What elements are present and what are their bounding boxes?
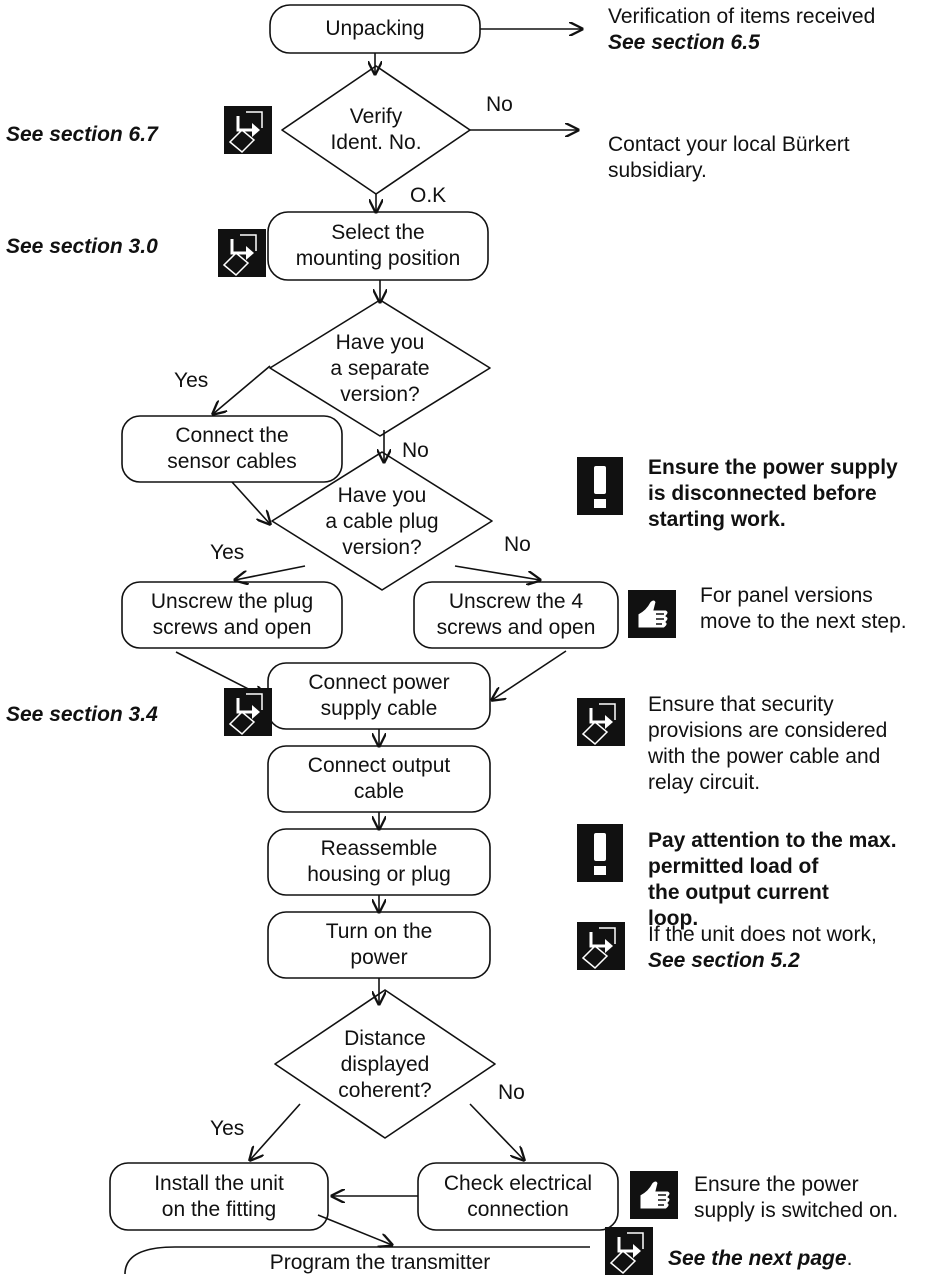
note-switched-on: Ensure the power supply is switched on. <box>694 1173 899 1222</box>
node-distance: Distance displayed coherent? <box>338 1027 432 1102</box>
thumb-hand-icon <box>627 589 677 639</box>
reference-arrow-icon <box>575 696 627 748</box>
note-panel-versions: For panel versions move to the next step… <box>700 584 907 633</box>
edge-label-verify-ok: O.K <box>410 184 447 207</box>
node-cableplug: Have you a cable plug version? <box>325 484 439 559</box>
node-check: Check electrical connection <box>443 1171 593 1221</box>
four-box <box>413 581 619 649</box>
reference-arrow-icon <box>575 920 627 972</box>
edge-label-separate-yes: Yes <box>174 369 209 392</box>
left-ref-section-3-4: See section 3.4 <box>6 703 158 726</box>
edge-label-distance-no: No <box>498 1081 525 1104</box>
node-sensor: Connect the sensor cables <box>167 424 297 473</box>
install-box <box>109 1162 329 1231</box>
note-ensure-disconnected: Ensure the power supply is disconnected … <box>648 456 898 531</box>
node-reassemble: Reassemble housing or plug <box>307 837 451 886</box>
note-attention: Pay attention to the max. permitted load… <box>648 829 897 930</box>
node-unpacking: Unpacking <box>325 17 425 40</box>
edge-label-distance-yes: Yes <box>210 1117 245 1140</box>
node-turnon: Turn on the power <box>325 920 433 969</box>
node-power: Connect power supply cable <box>308 671 450 720</box>
thumb-hand-icon <box>629 1170 679 1220</box>
note-security: Ensure that security provisions are cons… <box>648 693 888 794</box>
reference-arrow-icon <box>222 686 274 738</box>
program-terminal <box>124 1246 590 1275</box>
node-install: Install the unit on the fitting <box>154 1171 284 1221</box>
node-select: Select the mounting position <box>295 221 461 270</box>
node-plug: Unscrew the plug screws and open <box>150 590 314 639</box>
reference-arrow-icon <box>222 104 274 156</box>
note-not-work: If the unit does not work, See section 5… <box>648 923 877 972</box>
reference-arrow-icon <box>216 227 268 279</box>
node-program: Program the transmitter <box>269 1251 491 1274</box>
note-contact: Contact your local Bürkert subsidiary. <box>608 133 850 182</box>
edge-label-verify-no: No <box>486 93 513 116</box>
edge-label-cableplug-yes: Yes <box>210 541 245 564</box>
edge-label-cableplug-no: No <box>504 533 531 556</box>
cableplug-diamond <box>271 451 493 591</box>
warning-exclamation-icon <box>577 824 623 882</box>
node-four: Unscrew the 4 screws and open <box>436 590 596 639</box>
plug-box <box>121 581 343 649</box>
distance-diamond <box>274 989 496 1139</box>
note-verification: Verification of items received See secti… <box>608 5 876 54</box>
left-ref-section-3-0: See section 3.0 <box>6 235 158 258</box>
warning-exclamation-icon <box>577 457 623 515</box>
edge-label-separate-no: No <box>402 439 429 462</box>
node-separate: Have you a separate version? <box>330 331 430 406</box>
note-next-page: See the next page. <box>668 1247 853 1270</box>
left-ref-section-6-7: See section 6.7 <box>6 123 158 146</box>
node-verify: Verify Ident. No. <box>330 105 422 154</box>
separate-diamond <box>269 299 491 437</box>
reference-arrow-icon <box>603 1225 655 1276</box>
node-output: Connect output cable <box>307 754 451 803</box>
